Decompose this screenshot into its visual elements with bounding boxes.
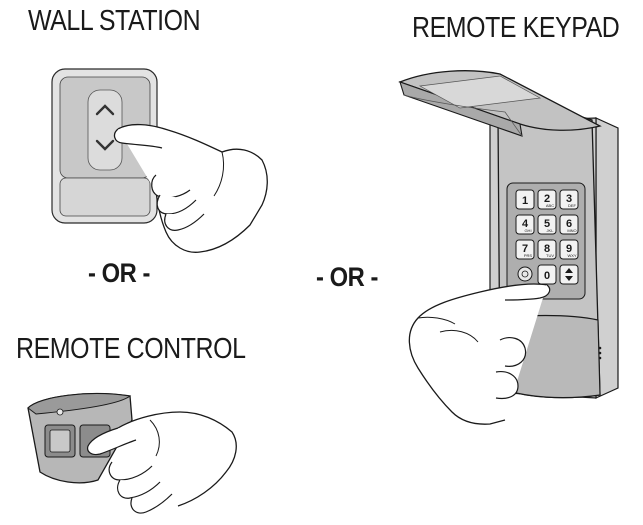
or-separator-left: - OR -	[88, 258, 151, 288]
wall-station-label: WALL STATION	[28, 5, 201, 37]
keypad-key: 3 DEF	[559, 189, 579, 210]
key-label: 9	[566, 243, 572, 255]
keypad-key: 1	[515, 189, 535, 210]
key-sublabel: MNO	[567, 228, 576, 233]
key-label: 3	[566, 193, 572, 205]
key-sublabel: ABC	[546, 203, 554, 208]
down-arrow-icon	[95, 139, 115, 151]
key-label: 4	[522, 218, 529, 230]
keypad-key: 0	[537, 264, 557, 285]
key-label: 7	[522, 243, 528, 255]
key-sublabel: PRS	[524, 253, 533, 258]
key-sublabel: WXY	[567, 253, 576, 258]
key-label: 6	[566, 218, 572, 230]
key-sublabel: GHI	[524, 228, 531, 233]
keypad-key: 8 TUV	[537, 239, 557, 260]
up-triangle-icon	[565, 268, 573, 273]
keypad-light-button	[517, 266, 533, 282]
keypad-enter-key	[559, 264, 579, 285]
keypad-key: 2 ABC	[537, 189, 557, 210]
key-label: 0	[544, 270, 550, 282]
keypad-key: 5 JKL	[537, 214, 557, 235]
key-sublabel: JKL	[547, 228, 555, 233]
remote-keypad-label: REMOTE KEYPAD	[412, 12, 620, 44]
keypad-key: 7 PRS	[515, 239, 535, 260]
key-sublabel: TUV	[546, 253, 554, 258]
indicator-led-icon	[56, 408, 64, 416]
keypad-key: 6 MNO	[559, 214, 579, 235]
wall-station-illustration	[51, 68, 268, 253]
key-label: 1	[522, 195, 528, 207]
remote-keypad-illustration: 1 2 ABC 3 DEF 4 GHI	[398, 70, 619, 425]
keypad-key: 9 WXY	[559, 239, 579, 260]
key-label: 5	[544, 218, 550, 230]
key-label: 2	[544, 193, 550, 205]
remote-control-label: REMOTE CONTROL	[16, 333, 246, 365]
down-triangle-icon	[565, 276, 573, 281]
up-arrow-icon	[95, 104, 115, 116]
keypad-key: 4 GHI	[515, 214, 535, 235]
or-separator-middle: - OR -	[316, 262, 379, 292]
key-label: 8	[544, 243, 550, 255]
keypad-keys: 1 2 ABC 3 DEF 4 GHI	[515, 189, 579, 285]
key-sublabel: DEF	[568, 203, 577, 208]
remote-control-illustration	[27, 392, 237, 514]
